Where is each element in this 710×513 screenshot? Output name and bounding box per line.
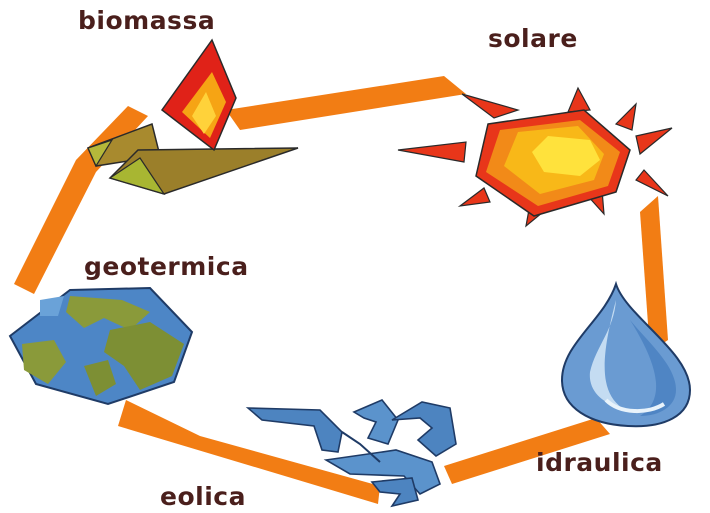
label-biomassa: biomassa bbox=[78, 6, 216, 35]
connector-idraulica-eolica bbox=[444, 418, 610, 484]
fire-on-logs-icon bbox=[86, 38, 299, 196]
connector-solare-idraulica bbox=[640, 196, 668, 352]
label-idraulica: idraulica bbox=[536, 448, 663, 477]
label-geotermica: geotermica bbox=[84, 252, 249, 281]
ring-connectors bbox=[14, 76, 668, 504]
connector-geotermica-biomassa bbox=[14, 106, 148, 294]
connector-eolica-geotermica bbox=[118, 400, 380, 504]
label-eolica: eolica bbox=[160, 482, 246, 511]
sun-icon bbox=[397, 86, 673, 228]
wind-swirl-icon bbox=[245, 399, 457, 508]
label-solare: solare bbox=[488, 24, 578, 53]
water-drop-icon bbox=[560, 280, 692, 428]
connector-biomassa-solare bbox=[226, 76, 466, 130]
earth-globe-icon bbox=[8, 286, 194, 406]
